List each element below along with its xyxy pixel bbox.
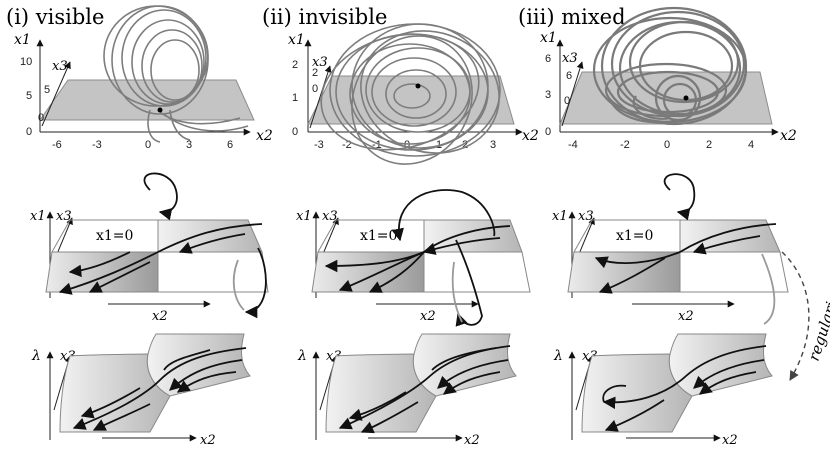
x1-tick: 10 — [20, 56, 32, 68]
x1-tick: 0 — [292, 126, 298, 138]
x1-axis: x1 6 3 0 — [540, 30, 564, 138]
switch-diagram-invisible: x1 x3 x1=0 x2 — [296, 189, 531, 327]
x3-axis-label: x3 — [562, 51, 578, 66]
x3-axis — [309, 65, 332, 129]
panel-visible: (i) visible x1 10 5 0 x3 5 0 x2 -6 -3 0 … — [6, 5, 273, 151]
x2-tick: 0 — [404, 139, 410, 151]
regularize-label: regularize — [805, 284, 830, 364]
upper-sheet — [412, 333, 517, 397]
switch-diagram-visible: x1 x3 x1=0 x2 — [30, 172, 269, 324]
regularized-surface-visible: λ x3 x2 — [31, 333, 251, 448]
x2-tick: -2 — [620, 139, 630, 151]
upper-sheet — [146, 333, 251, 397]
x3-tick: 5 — [44, 84, 50, 96]
x2-tick: -1 — [372, 139, 382, 151]
flow-curves — [602, 345, 767, 432]
lambda-axis-label: λ — [31, 348, 41, 364]
x1-axis-label: x1 — [296, 209, 312, 224]
regularize-arrow — [781, 251, 810, 381]
switching-label: x1=0 — [96, 228, 133, 244]
switching-surface — [307, 75, 515, 125]
flow-curves — [338, 345, 511, 434]
lambda-axis-label: λ — [297, 348, 307, 364]
regularized-surface-invisible: λ x3 x2 — [297, 333, 517, 448]
panel-mixed: (iii) mixed x1 6 3 0 x3 6 0 x2 -4 -2 0 2… — [518, 5, 797, 151]
x2-tick: 3 — [490, 139, 496, 151]
switching-label: x1=0 — [616, 228, 653, 244]
lower-sheet — [581, 353, 693, 433]
switching-label: x1=0 — [360, 228, 397, 244]
x2-axis-label: x2 — [722, 433, 738, 448]
x1-tick: 0 — [545, 126, 551, 138]
x1-tick: 1 — [292, 92, 298, 104]
x1-axis: x1 2 1 0 — [288, 32, 312, 138]
lower-right-region — [679, 251, 789, 293]
x1-axis-label: x1 — [30, 209, 46, 224]
x2-tick: 0 — [145, 139, 151, 151]
x1-tick: 0 — [26, 126, 32, 138]
x3-tick: 2 — [312, 67, 318, 79]
panel-invisible: (ii) invisible x1 2 1 0 x3 2 0 x2 -3 -2 … — [262, 5, 539, 165]
x2-tick: 0 — [664, 139, 670, 151]
x1-tick: 5 — [26, 90, 32, 102]
equilibrium-point — [157, 107, 163, 113]
panel-title: (ii) invisible — [262, 5, 387, 29]
x2-tick: -3 — [92, 139, 102, 151]
x1-tick: 6 — [545, 53, 551, 65]
panel-title: (i) visible — [6, 5, 104, 29]
x2-axis-label: x2 — [464, 433, 480, 448]
x1-axis-label: x1 — [14, 32, 31, 48]
equilibrium-point — [415, 83, 421, 89]
x2-tick: -3 — [314, 139, 324, 151]
upper-sheet — [668, 333, 773, 397]
x2-axis-label: x2 — [256, 128, 273, 144]
attractor-trajectory — [320, 23, 501, 165]
x3-tick: 6 — [566, 70, 572, 82]
flow-curves — [594, 173, 777, 325]
x3-tick: 0 — [564, 95, 570, 107]
x2-tick: 2 — [462, 139, 468, 151]
x3-axis-label: x3 — [312, 55, 328, 70]
x3-axis-label: x3 — [578, 209, 594, 224]
equilibrium-point — [683, 95, 689, 101]
flow-curves — [324, 189, 511, 327]
x3-axis-label: x3 — [52, 59, 68, 74]
x3-axis — [41, 61, 71, 127]
regularized-surface-mixed: λ x3 x2 — [553, 333, 773, 448]
lambda-axis-label: λ — [553, 348, 563, 364]
lower-right-region — [157, 251, 269, 293]
x1-axis-label: x1 — [288, 32, 305, 48]
x2-tick: 3 — [186, 139, 192, 151]
flow-curves — [72, 347, 247, 431]
x2-tick: -2 — [342, 139, 352, 151]
x2-axis-label: x2 — [152, 309, 168, 324]
x1-axis-label: x1 — [540, 30, 557, 46]
panel-title: (iii) mixed — [518, 5, 626, 29]
x1-axis-label: x1 — [552, 209, 568, 224]
x3-axis-label: x3 — [56, 209, 72, 224]
x3-tick: 0 — [38, 112, 44, 124]
x2-tick: 6 — [227, 139, 233, 151]
x2-tick: -6 — [52, 139, 62, 151]
x3-axis-label: x3 — [322, 209, 338, 224]
attractor-trajectory — [103, 5, 249, 143]
x2-tick: 4 — [748, 139, 754, 151]
x2-axis-label: x2 — [780, 128, 797, 144]
lower-right-region — [423, 251, 531, 293]
flow-curves — [58, 172, 267, 319]
x1-tick: 2 — [292, 59, 298, 71]
x3-axis — [561, 61, 584, 127]
x1-tick: 3 — [545, 89, 551, 101]
x2-axis-label: x2 — [522, 128, 539, 144]
x3-tick: 0 — [312, 83, 318, 95]
x2-axis-label: x2 — [678, 309, 694, 324]
x2-tick: -4 — [568, 139, 578, 151]
x1-axis: x1 10 5 0 — [14, 32, 44, 138]
x2-tick: 2 — [706, 139, 712, 151]
switch-diagram-mixed: x1 x3 x1=0 x2 regularize — [552, 173, 830, 381]
x2-axis-label: x2 — [420, 309, 436, 324]
x2-axis-label: x2 — [200, 433, 216, 448]
